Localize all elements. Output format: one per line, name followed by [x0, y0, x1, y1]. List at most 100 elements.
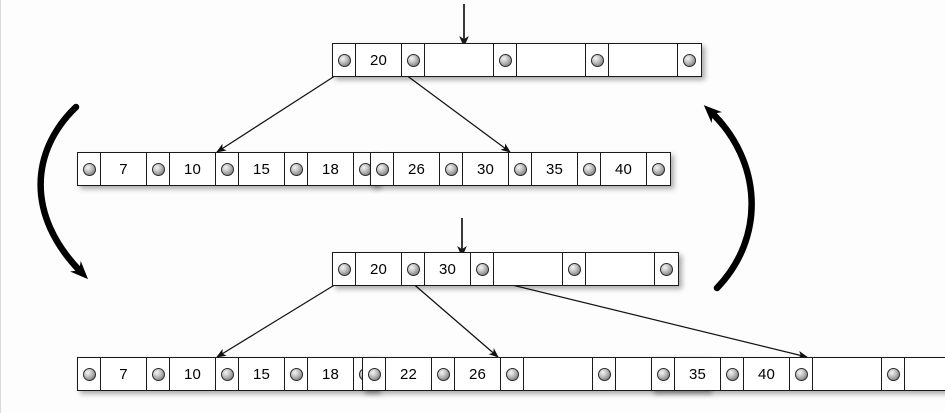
transition-arrow-left	[37, 103, 89, 280]
key-cell[interactable]: 15	[239, 358, 285, 390]
pointer-cell[interactable]	[147, 153, 170, 185]
pointer-cell[interactable]	[333, 253, 356, 285]
key-cell[interactable]: 10	[170, 153, 216, 185]
key-cell[interactable]: 26	[394, 153, 440, 185]
pointer-bead-icon	[82, 162, 96, 176]
pointer-bead-icon	[289, 367, 303, 381]
key-cell[interactable]: 20	[356, 253, 402, 285]
key-cell[interactable]: 7	[101, 358, 147, 390]
root-node-before[interactable]: 20	[332, 43, 702, 77]
pointer-bead-icon	[436, 367, 450, 381]
key-cell[interactable]	[813, 358, 882, 390]
pointer-bead-icon	[406, 53, 420, 67]
pointer-cell[interactable]	[509, 153, 532, 185]
pointer-cell[interactable]	[586, 44, 609, 76]
pointer-bead-icon	[498, 53, 512, 67]
pointer-bead-icon	[337, 262, 351, 276]
key-cell[interactable]: 26	[455, 358, 501, 390]
pointer-cell[interactable]	[216, 153, 239, 185]
key-cell[interactable]: 7	[101, 153, 147, 185]
pointer-cell[interactable]	[471, 253, 494, 285]
pointer-cell[interactable]	[285, 358, 308, 390]
pointer-bead-icon	[406, 262, 420, 276]
pointer-bead-icon	[475, 262, 489, 276]
pointer-cell[interactable]	[333, 44, 356, 76]
pointer-cell[interactable]	[285, 153, 308, 185]
pointer-bead-icon	[220, 367, 234, 381]
pointer-bead-icon	[337, 53, 351, 67]
key-cell[interactable]: 20	[356, 44, 402, 76]
pointer-cell[interactable]	[216, 358, 239, 390]
key-cell[interactable]: 40	[744, 358, 790, 390]
leaf-node-right-after[interactable]: 35 40	[651, 357, 945, 391]
pointer-cell[interactable]	[440, 153, 463, 185]
pointer-cell[interactable]	[647, 153, 670, 185]
key-cell[interactable]: 35	[532, 153, 578, 185]
key-cell[interactable]: 15	[239, 153, 285, 185]
pointer-bead-icon	[82, 367, 96, 381]
transition-arrow-right	[703, 105, 755, 292]
key-cell[interactable]: 40	[601, 153, 647, 185]
key-cell[interactable]: 30	[463, 153, 509, 185]
pointer-cell[interactable]	[147, 358, 170, 390]
leaf-node-left-after[interactable]: 7 10 15 18	[77, 357, 378, 391]
pointer-bead-icon	[567, 262, 581, 276]
pointer-cell[interactable]	[402, 253, 425, 285]
pointer-bead-icon	[151, 367, 165, 381]
pointer-cell[interactable]	[78, 358, 101, 390]
key-cell[interactable]	[494, 253, 563, 285]
connector-root-to-right-leaf-before	[401, 71, 511, 153]
pointer-bead-icon	[220, 162, 234, 176]
pointer-bead-icon	[367, 367, 381, 381]
key-cell[interactable]: 35	[675, 358, 721, 390]
pointer-bead-icon	[582, 162, 596, 176]
pointer-bead-icon	[590, 53, 604, 67]
pointer-cell[interactable]	[501, 358, 524, 390]
pointer-cell[interactable]	[563, 253, 586, 285]
pointer-cell[interactable]	[882, 358, 905, 390]
pointer-cell[interactable]	[790, 358, 813, 390]
key-cell[interactable]: 18	[308, 358, 354, 390]
key-cell[interactable]: 30	[425, 253, 471, 285]
key-cell[interactable]: 18	[308, 153, 354, 185]
pointer-bead-icon	[151, 162, 165, 176]
pointer-cell[interactable]	[721, 358, 744, 390]
pointer-cell[interactable]	[363, 358, 386, 390]
pointer-cell[interactable]	[78, 153, 101, 185]
pointer-cell[interactable]	[494, 44, 517, 76]
pointer-bead-icon	[289, 162, 303, 176]
pointer-bead-icon	[375, 162, 389, 176]
pointer-cell[interactable]	[432, 358, 455, 390]
leaf-node-left-before[interactable]: 7 10 15 18	[77, 152, 378, 186]
pointer-bead-icon	[794, 367, 808, 381]
pointer-cell[interactable]	[678, 44, 701, 76]
pointer-bead-icon	[444, 162, 458, 176]
connector-root-to-middle-leaf-after	[409, 280, 499, 358]
pointer-cell[interactable]	[402, 44, 425, 76]
leaf-node-right-before[interactable]: 26 30 35 40	[370, 152, 671, 186]
pointer-cell[interactable]	[371, 153, 394, 185]
pointer-cell[interactable]	[652, 358, 675, 390]
root-node-after[interactable]: 20 30	[332, 252, 679, 286]
connector-root-to-left-leaf-after	[216, 280, 342, 358]
pointer-bead-icon	[725, 367, 739, 381]
connector-root-to-left-leaf-before	[216, 71, 342, 153]
key-cell[interactable]	[609, 44, 678, 76]
pointer-bead-icon	[660, 262, 673, 276]
pointer-cell[interactable]	[578, 153, 601, 185]
pointer-bead-icon	[505, 367, 519, 381]
key-cell[interactable]	[586, 253, 655, 285]
key-cell[interactable]	[905, 358, 945, 390]
key-cell[interactable]: 22	[386, 358, 432, 390]
key-cell[interactable]	[524, 358, 593, 390]
key-cell[interactable]	[425, 44, 494, 76]
pointer-bead-icon	[597, 367, 611, 381]
pointer-bead-icon	[656, 367, 670, 381]
pointer-bead-icon	[683, 53, 696, 67]
pointer-cell[interactable]	[593, 358, 616, 390]
key-cell[interactable]: 10	[170, 358, 216, 390]
key-cell[interactable]	[517, 44, 586, 76]
pointer-cell[interactable]	[655, 253, 678, 285]
pointer-bead-icon	[513, 162, 527, 176]
